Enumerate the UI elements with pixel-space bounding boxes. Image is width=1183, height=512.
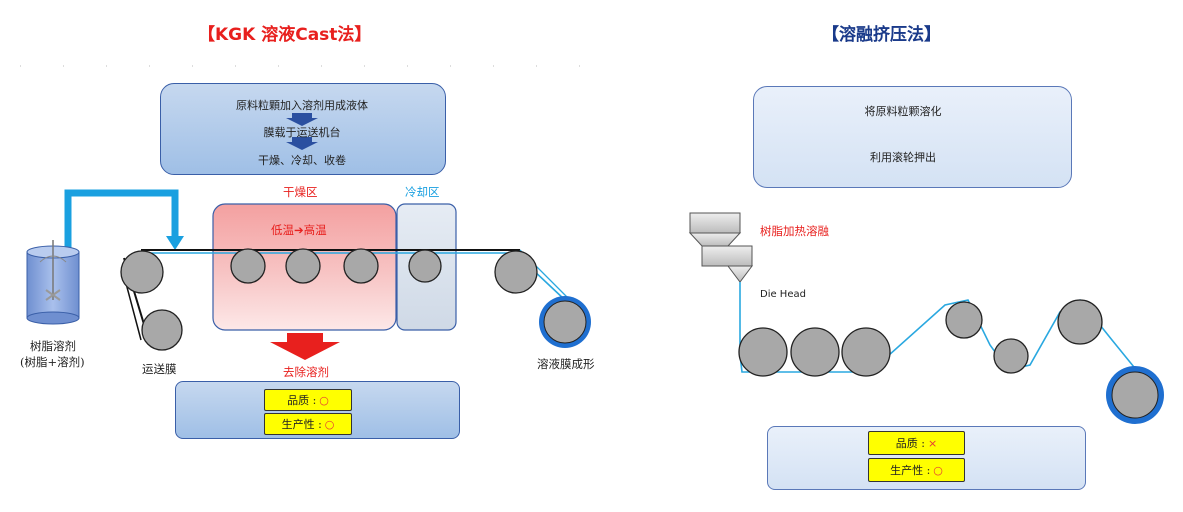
- rollers-left: [120, 248, 538, 351]
- feed-arrow-icon: [166, 236, 184, 250]
- remove-solvent-label: 去除溶剂: [283, 365, 329, 379]
- product-label: 溶液膜成形: [537, 357, 595, 371]
- left-title: 【KGK 溶液Cast法】: [198, 25, 372, 45]
- tank-label-line1: 树脂溶剂: [30, 339, 76, 353]
- die-head-label: Die Head: [760, 289, 806, 300]
- left-process-box: [160, 83, 446, 175]
- left-productivity-badge: 生产性 :○: [264, 413, 352, 435]
- rollers-right: [738, 299, 1103, 377]
- productivity-label: 生产性 :: [281, 418, 322, 431]
- cooling-zone-label: 冷却区: [405, 185, 440, 199]
- productivity-mark: ○: [933, 463, 943, 477]
- product-roll-right: [1106, 366, 1164, 424]
- productivity-label: 生产性 :: [890, 464, 931, 477]
- quality-mark: ×: [927, 436, 938, 450]
- resin-tank: [26, 240, 80, 325]
- right-step-2: 利用滚轮押出: [870, 151, 936, 164]
- quality-mark: ○: [319, 393, 329, 407]
- left-step-1: 原料粒顆加入溶剂用成液体: [236, 99, 368, 112]
- left-quality-badge: 品质 :○: [264, 389, 352, 411]
- right-step-1: 将原料粒颗溶化: [864, 105, 942, 118]
- left-step-2: 膜载于运送机台: [263, 126, 341, 139]
- right-title: 【溶融挤压法】: [822, 25, 941, 45]
- productivity-mark: ○: [324, 417, 335, 431]
- product-roll-left: [539, 296, 591, 348]
- remove-solvent-arrow-icon: [270, 333, 340, 360]
- temperature-label: 低温➔高温: [271, 223, 327, 237]
- hopper: [688, 212, 753, 283]
- feed-pipe: [64, 189, 179, 248]
- tank-label-line2: (树脂+溶剂): [20, 355, 85, 369]
- left-step-3: 干燥、冷却、收卷: [258, 154, 346, 167]
- heater-label: 树脂加热溶融: [760, 224, 829, 238]
- right-productivity-badge: 生产性 :○: [868, 458, 965, 482]
- quality-label: 品质 :: [895, 437, 925, 450]
- right-process-box: [753, 86, 1072, 188]
- quality-label: 品质 :: [287, 394, 317, 407]
- conveyor-label: 运送膜: [142, 362, 177, 376]
- right-quality-badge: 品质 :×: [868, 431, 965, 455]
- drying-zone-label: 干燥区: [283, 185, 318, 199]
